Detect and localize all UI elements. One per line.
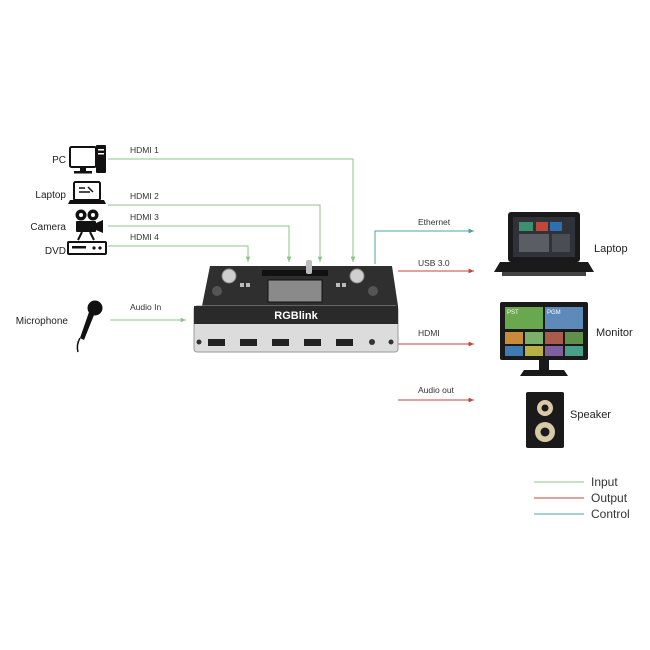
device-brand: RGBlink [274, 310, 318, 322]
line-hdmi3 [108, 225, 292, 262]
dvd-icon [67, 241, 107, 255]
legend-output-label: Output [591, 491, 628, 505]
label-hdmi-out: HDMI [418, 328, 440, 338]
legend: Input Output Control [534, 475, 630, 521]
legend-input-label: Input [591, 475, 618, 489]
port-hdmi-2 [240, 339, 257, 346]
pc-label: PC [52, 155, 66, 166]
laptop-output-icon [494, 212, 594, 276]
label-hdmi2: HDMI 2 [130, 191, 159, 201]
monitor-pst-label: PST [507, 310, 519, 316]
camera-icon [75, 209, 103, 241]
monitor-label: Monitor [596, 327, 633, 339]
port-hdmi-out [336, 339, 353, 346]
input-lines [108, 158, 356, 323]
dvd-label: DVD [45, 246, 66, 257]
label-audio-out: Audio out [418, 385, 455, 395]
knob-left [221, 268, 237, 284]
knob-right [349, 268, 365, 284]
label-hdmi1: HDMI 1 [130, 145, 159, 155]
microphone-label: Microphone [16, 316, 69, 327]
line-hdmi2 [108, 204, 323, 262]
label-usb: USB 3.0 [418, 258, 450, 268]
port-hdmi-3 [272, 339, 289, 346]
laptop-output-label: Laptop [594, 243, 628, 255]
label-audio-in: Audio In [130, 302, 161, 312]
port-hdmi-1 [208, 339, 225, 346]
line-hdmi4 [108, 245, 251, 262]
label-ethernet: Ethernet [418, 217, 451, 227]
microphone-icon [76, 300, 103, 353]
port-hdmi-4 [304, 339, 321, 346]
label-hdmi4: HDMI 4 [130, 232, 159, 242]
device-screen [267, 279, 323, 303]
line-hdmi1 [108, 158, 356, 262]
video-switcher-device: RGBlink [193, 260, 399, 353]
monitor-icon: PST PGM [500, 302, 588, 376]
speaker-icon [526, 392, 564, 448]
legend-control-label: Control [591, 507, 630, 521]
camera-label: Camera [30, 222, 66, 233]
laptop-input-icon [68, 181, 106, 204]
speaker-label: Speaker [570, 409, 611, 421]
laptop-input-label: Laptop [35, 190, 66, 201]
line-ethernet [374, 228, 474, 264]
pc-icon [69, 145, 106, 174]
monitor-pgm-label: PGM [547, 310, 561, 316]
label-hdmi3: HDMI 3 [130, 212, 159, 222]
